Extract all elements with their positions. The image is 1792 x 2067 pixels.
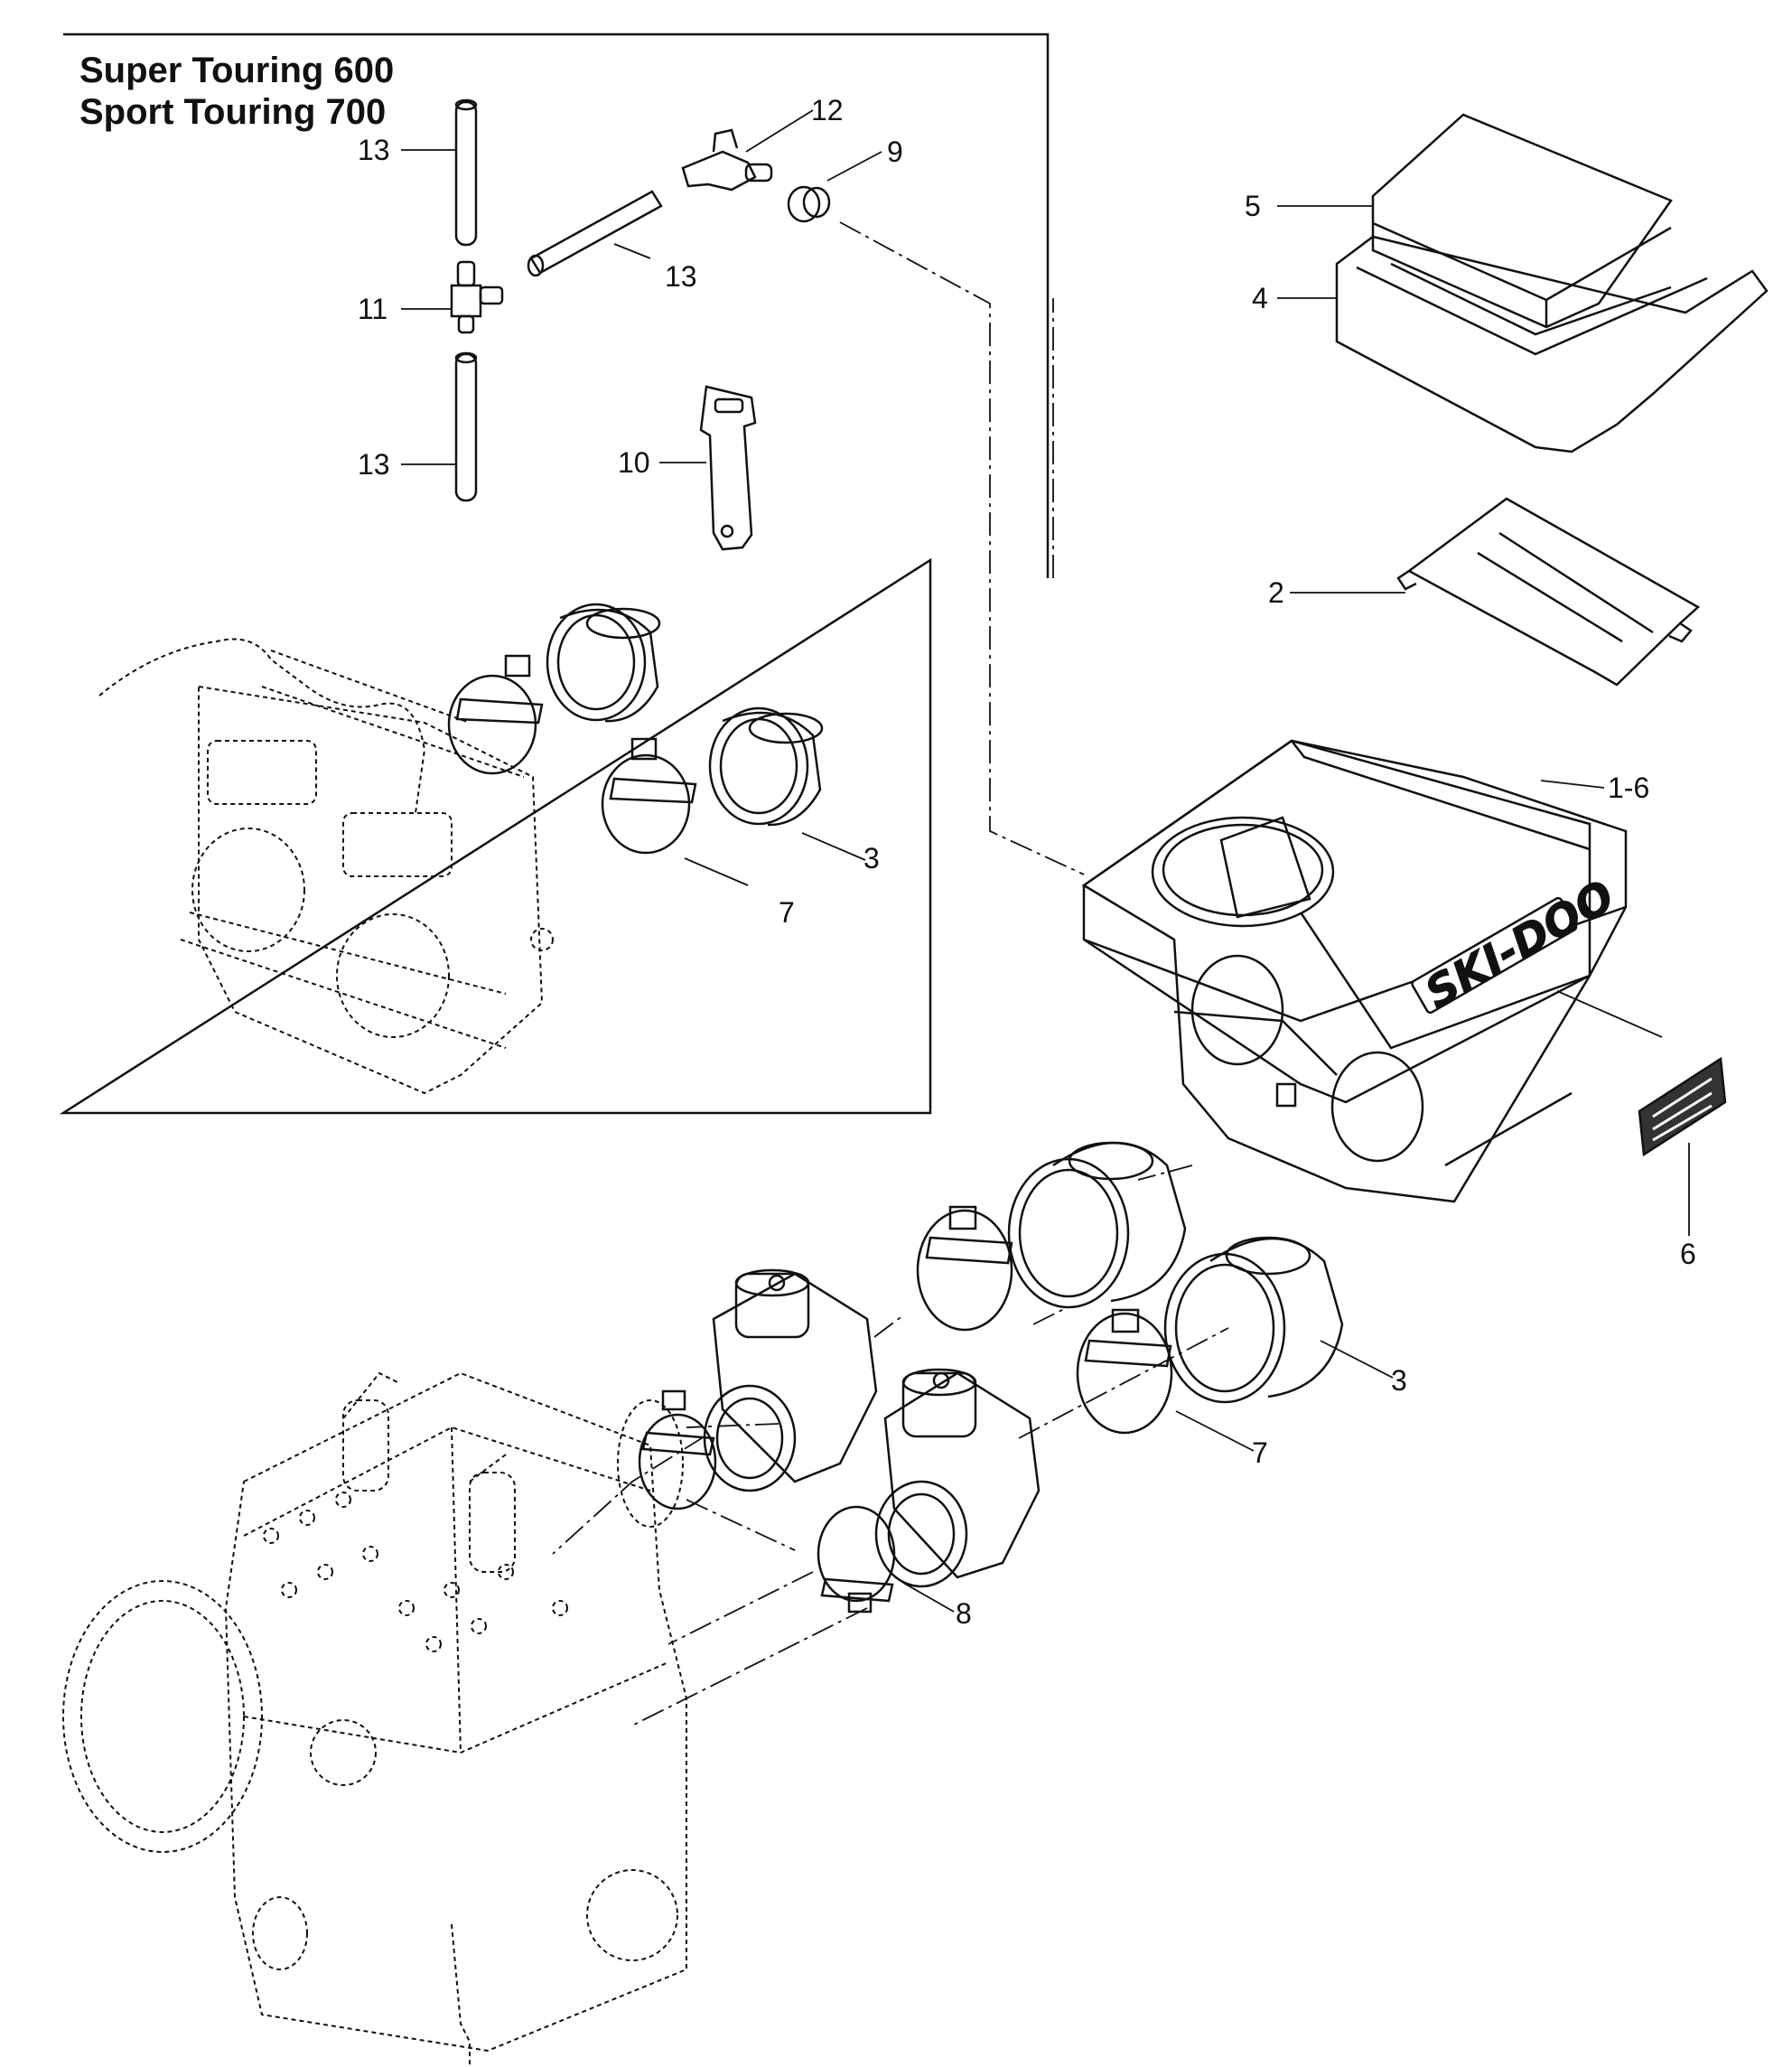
hose-13-diagonal [527, 190, 663, 277]
inset-frame [59, 33, 1050, 1115]
ski-doo-logo-area [1411, 896, 1578, 1015]
decal-6 [1638, 1056, 1727, 1157]
plate-2 [1396, 497, 1701, 687]
callout-8: 8 [956, 1597, 972, 1630]
callout-7-inset: 7 [779, 896, 795, 929]
ski-doo-logo: SKI-DOO [1417, 871, 1623, 1019]
grommet-9 [787, 185, 831, 223]
callout-12: 12 [811, 94, 844, 126]
hose-13-top [454, 98, 478, 247]
assembly-lines [552, 221, 1229, 1726]
callout-13-diagonal: 13 [665, 260, 697, 293]
intake-boot-inset-upper [546, 603, 661, 723]
carburetor-assembly-inset [98, 638, 554, 1095]
callout-3-inset: 3 [863, 842, 880, 874]
hose-clamp-inset-upper [447, 654, 544, 775]
callout-9: 9 [887, 136, 903, 168]
callout-3-main: 3 [1391, 1364, 1407, 1397]
callout-10: 10 [618, 446, 650, 479]
callout-13-bottom: 13 [358, 448, 390, 481]
hose-clamp-inset-lower [601, 737, 697, 855]
callout-4: 4 [1252, 282, 1268, 314]
hose-clamp-main-lower [1076, 1308, 1173, 1435]
intake-boot-inset-lower [708, 706, 824, 827]
callout-1-6: 1-6 [1608, 772, 1650, 804]
engine-phantom [62, 1371, 687, 2067]
filter-cover-5 [1371, 113, 1673, 329]
intake-boot-main-lower [1163, 1236, 1344, 1404]
inset-title-line-2: Sport Touring 700 [79, 92, 387, 132]
tee-fitting-11 [450, 260, 504, 334]
callout-13-top: 13 [358, 134, 390, 166]
callout-7-main: 7 [1252, 1436, 1268, 1469]
callout-5: 5 [1245, 190, 1261, 222]
hose-13-bottom [454, 351, 478, 502]
elbow-fitting-12 [681, 128, 773, 192]
strap-10 [699, 385, 757, 551]
filter-base-4 [1335, 235, 1769, 454]
leader-lines [401, 109, 1690, 1613]
callout-11: 11 [358, 293, 388, 325]
carburetor-lower [874, 1368, 1041, 1588]
intake-boot-main-upper [1007, 1141, 1187, 1309]
air-silencer-box [1081, 739, 1591, 1203]
callout-6: 6 [1680, 1238, 1696, 1270]
callout-2: 2 [1268, 576, 1284, 609]
hose-clamp-main-upper [916, 1205, 1013, 1332]
carburetor-upper [703, 1268, 878, 1492]
inset-title-line-1: Super Touring 600 [79, 51, 395, 90]
